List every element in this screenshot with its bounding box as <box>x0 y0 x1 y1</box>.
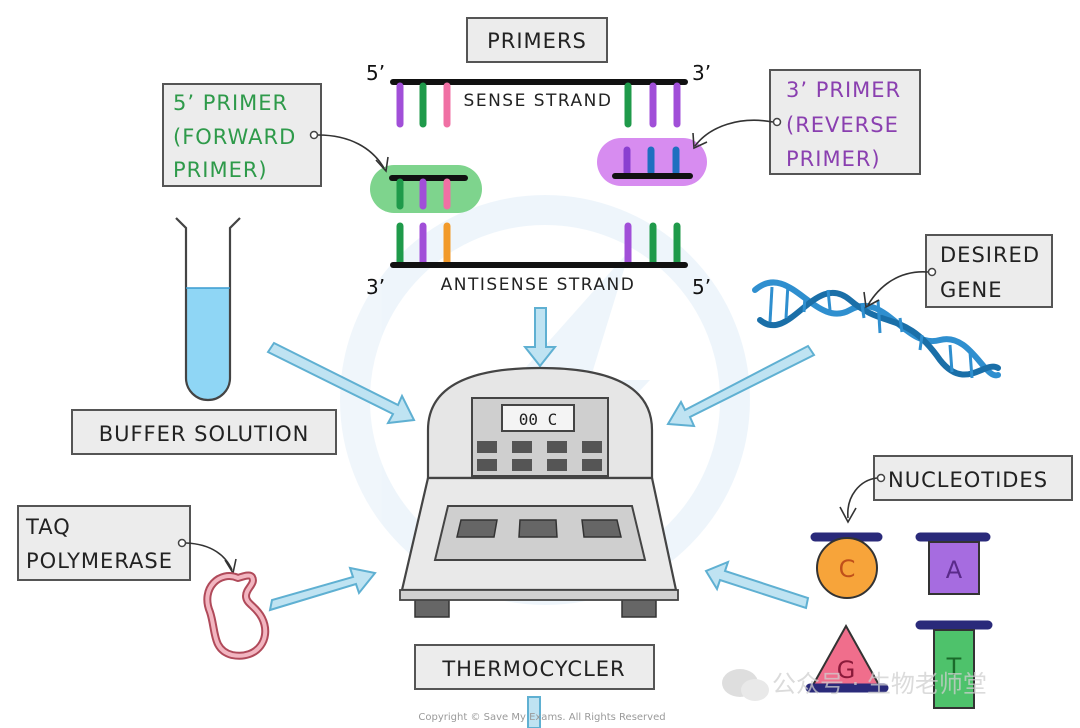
thermocycler-display: 00 C <box>519 410 558 429</box>
thermocycler-machine: 00 C <box>399 366 679 618</box>
taq-label-line1: TAQ <box>25 515 71 539</box>
primers-arrow <box>522 307 558 368</box>
gene-arrow <box>666 344 816 428</box>
forward-primer-label-line1: 5’ PRIMER <box>173 91 288 115</box>
taq-polymerase-tag: TAQ POLYMERASE <box>17 505 237 581</box>
sense-right-end-label: 3’ <box>692 61 711 85</box>
dna-helix-icon <box>752 279 1001 379</box>
sense-strand: 5’ 3’ SENSE STRAND <box>366 61 711 128</box>
sense-strand-label: SENSE STRAND <box>464 91 613 111</box>
sense-bases-right <box>624 82 681 128</box>
watermark-text: 公众号 · 生物老师堂 <box>772 670 987 698</box>
antisense-strand: 3’ 5’ ANTISENSE STRAND <box>366 222 711 299</box>
sense-bases-left <box>396 82 451 128</box>
reverse-primer-label-line1: 3’ PRIMER <box>786 78 901 102</box>
nucleotide-a-icon: A <box>915 532 991 595</box>
taq-label-line2: POLYMERASE <box>26 549 173 573</box>
wechat-watermark: 公众号 · 生物老师堂 <box>722 669 987 701</box>
thermocycler-label: THERMOCYCLER <box>441 657 625 681</box>
taq-polymerase-icon <box>203 571 270 660</box>
buffer-test-tube-icon <box>175 217 241 402</box>
buffer-solution-tag: BUFFER SOLUTION <box>71 409 337 455</box>
taq-arrow <box>268 566 377 612</box>
primers-title: PRIMERS <box>487 29 587 53</box>
nucleotide-c-letter: C <box>839 555 856 583</box>
thermocycler-keypad <box>477 441 602 471</box>
forward-primer-label-line3: PRIMER) <box>173 158 268 182</box>
thermocycler-tag: THERMOCYCLER <box>414 644 655 690</box>
sense-left-end-label: 5’ <box>366 61 385 85</box>
antisense-bases-left <box>396 222 451 266</box>
nucleotide-g-icon: G <box>805 623 889 693</box>
reverse-primer-tag: 3’ PRIMER (REVERSE PRIMER) <box>692 69 921 175</box>
copyright-text: Copyright © Save My Exams. All Rights Re… <box>418 712 665 723</box>
antisense-strand-label: ANTISENSE STRAND <box>441 275 636 295</box>
nucleotides-label: NUCLEOTIDES <box>888 468 1048 492</box>
reverse-primer <box>597 138 707 186</box>
forward-primer-tag: 5’ PRIMER (FORWARD PRIMER) <box>162 83 389 187</box>
reverse-primer-label-line2: (REVERSE <box>786 113 899 137</box>
output-arrow <box>527 696 541 728</box>
antisense-right-end-label: 5’ <box>692 275 711 299</box>
nucleotides-arrow <box>704 560 810 610</box>
nucleotide-g-letter: G <box>837 656 856 684</box>
nucleotide-t-letter: T <box>946 653 962 681</box>
reverse-primer-label-line3: PRIMER) <box>786 147 881 171</box>
nucleotide-a-letter: A <box>946 556 963 584</box>
antisense-left-end-label: 3’ <box>366 275 385 299</box>
desired-gene-tag: DESIRED GENE <box>863 234 1053 309</box>
buffer-solution-label: BUFFER SOLUTION <box>99 422 310 446</box>
nucleotide-t-icon: T <box>915 620 993 709</box>
desired-gene-label-line1: DESIRED <box>940 243 1040 267</box>
forward-primer-label-line2: (FORWARD <box>173 125 296 149</box>
forward-primer <box>370 165 482 213</box>
antisense-bases-right <box>624 222 681 266</box>
primers-title-tag: PRIMERS <box>466 17 608 63</box>
buffer-arrow <box>266 341 416 425</box>
nucleotide-c-icon: C <box>810 532 883 599</box>
desired-gene-label-line2: GENE <box>940 278 1003 302</box>
nucleotides-tag: NUCLEOTIDES <box>839 455 1073 524</box>
